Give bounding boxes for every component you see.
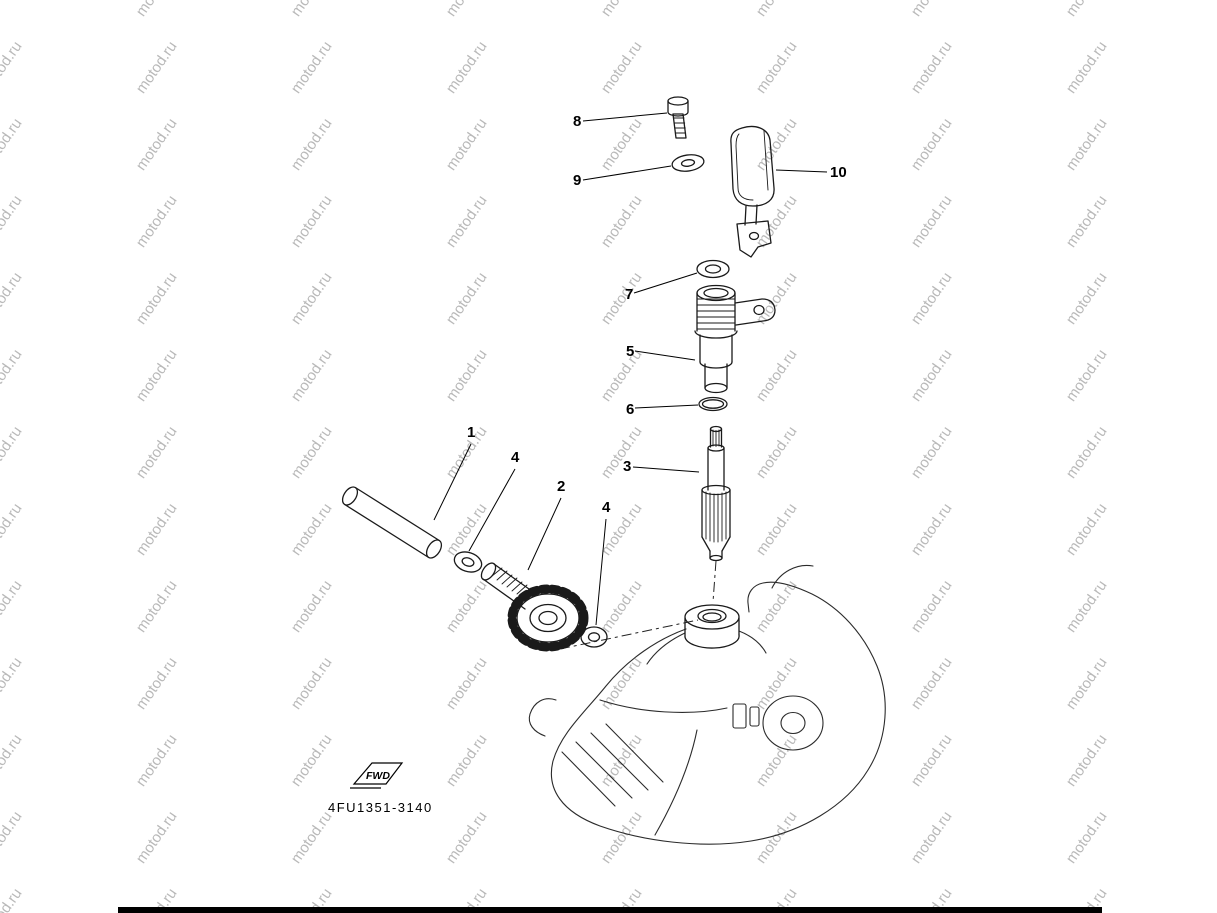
axis-lines: [559, 560, 717, 650]
part-label-1: 1: [467, 424, 475, 441]
part-6-oring: [698, 396, 728, 412]
part-label-10: 10: [830, 164, 847, 181]
part-label-8: 8: [573, 113, 581, 130]
part-labels: 8 9 10 7 5 6 1 4 2 4 3: [467, 113, 847, 516]
part-5-housing: [694, 284, 776, 394]
part-label-5: 5: [626, 343, 634, 360]
part-label-3: 3: [623, 458, 631, 475]
part-8-bolt: [667, 96, 689, 139]
part-label-4a: 4: [511, 449, 520, 466]
drawing-code: 4FU1351-3140: [328, 800, 433, 815]
part-2-gear: [480, 562, 589, 652]
part-3-gear-shaft: [701, 425, 731, 562]
bottom-bar: [118, 907, 1102, 913]
part-1-pin: [341, 486, 443, 559]
part-10-holder: [730, 125, 775, 258]
part-label-2: 2: [557, 478, 565, 495]
fwd-label: FWD: [366, 770, 390, 782]
fwd-arrow-icon: FWD: [350, 762, 404, 789]
part-4a-washer: [453, 551, 483, 573]
part-label-4b: 4: [602, 499, 611, 516]
crankcase-outline: [528, 564, 886, 845]
part-label-9: 9: [573, 172, 581, 189]
part-7-washer: [696, 259, 730, 279]
part-9-washer: [671, 154, 705, 172]
part-label-6: 6: [626, 401, 634, 418]
crankcase-boss: [684, 604, 740, 649]
leader-lines: [433, 112, 828, 626]
part-4b-washer: [580, 626, 608, 648]
part-label-7: 7: [625, 286, 633, 303]
